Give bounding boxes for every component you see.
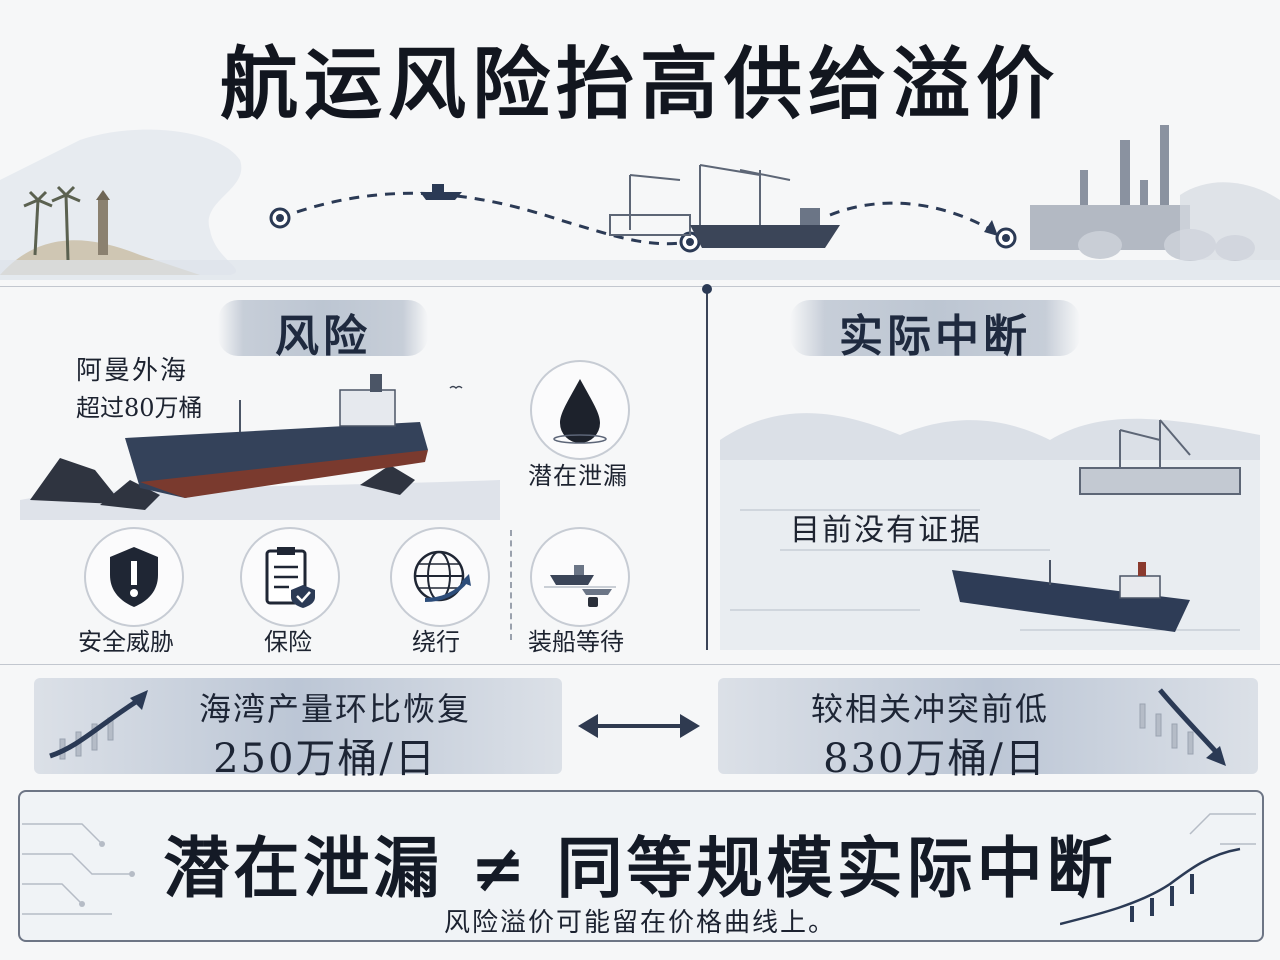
route-line-1	[279, 191, 691, 246]
mountains	[720, 413, 1260, 460]
up-arrow-icon	[49, 695, 144, 759]
route-arrow-icon	[984, 220, 998, 236]
left-title-brush	[218, 300, 428, 356]
port-cranes-icon	[609, 164, 791, 236]
insurance-label: 保险	[264, 628, 312, 656]
shipping-route-illustration	[0, 125, 1280, 280]
security-threat-icon-circle	[84, 527, 184, 627]
route-line-2	[829, 201, 996, 234]
down-arrow-icon	[1158, 688, 1220, 756]
stat-left-line1: 海湾产量环比恢复	[198, 690, 471, 728]
leak-icon-circle	[530, 360, 630, 460]
tanker-ship-icon	[125, 374, 428, 498]
conclusion-box	[18, 790, 1264, 942]
insurance-document-icon	[265, 547, 315, 608]
calm-port-illustration	[720, 413, 1260, 650]
tanker-ship-icon	[952, 560, 1190, 632]
oil-drop-icon	[553, 379, 607, 444]
lighthouse-icon	[98, 200, 108, 255]
stat-right-line1: 较相关冲突前低	[810, 690, 1049, 728]
location-line2: 超过80万桶	[76, 394, 203, 422]
stat-right-line2: 830万桶/日	[823, 736, 1047, 782]
compare-arrow-icon	[578, 714, 700, 738]
icons-divider	[510, 530, 512, 640]
conclusion-sub: 风险溢价可能留在价格曲线上。	[443, 908, 836, 938]
actual-disruption-title: 实际中断	[839, 311, 1031, 362]
decline-chart-icon	[1139, 688, 1226, 766]
detour-label: 绕行	[412, 628, 460, 656]
right-title-brush	[790, 300, 1080, 356]
risk-title: 风险	[275, 311, 371, 362]
price-curve-decoration-right	[1060, 813, 1256, 926]
conclusion-main: 潜在泄漏 ≠ 同等规模实际中断	[163, 829, 1117, 907]
ship-waiting-icon	[544, 565, 616, 607]
loading-wait-icon-circle	[530, 527, 630, 627]
section-divider-vertical	[706, 290, 708, 650]
mountains	[1180, 182, 1280, 260]
map-area	[0, 129, 242, 275]
stat-left-box	[34, 678, 562, 774]
stat-right-box	[718, 678, 1258, 774]
shield-warning-icon	[110, 547, 158, 607]
location-line1: 阿曼外海	[76, 356, 189, 386]
circuit-decoration-left	[22, 823, 135, 915]
tanker-ship-icon	[690, 208, 840, 248]
section-divider-mid	[0, 664, 1280, 665]
detour-icon-circle	[390, 527, 490, 627]
palm-tree-icon	[23, 185, 81, 261]
insurance-icon-circle	[240, 527, 340, 627]
divider-dot-icon	[702, 284, 712, 294]
stat-left-line2: 250万桶/日	[213, 736, 437, 782]
security-threat-label: 安全威胁	[78, 628, 174, 656]
tanker-on-rocks-illustration	[20, 374, 500, 520]
birds-icon	[449, 385, 463, 390]
port-cranes-icon	[1079, 419, 1241, 495]
page-title: 航运风险抬高供给溢价	[219, 39, 1060, 130]
route-node-icon	[269, 207, 1017, 253]
leak-label: 潜在泄漏	[528, 462, 628, 490]
recovery-chart-icon	[49, 690, 148, 760]
loading-wait-label: 装船等待	[528, 628, 624, 656]
globe-detour-icon	[413, 550, 471, 602]
no-evidence-text: 目前没有证据	[790, 513, 982, 548]
small-ship-icon	[420, 184, 462, 200]
section-divider-top	[0, 286, 1280, 287]
